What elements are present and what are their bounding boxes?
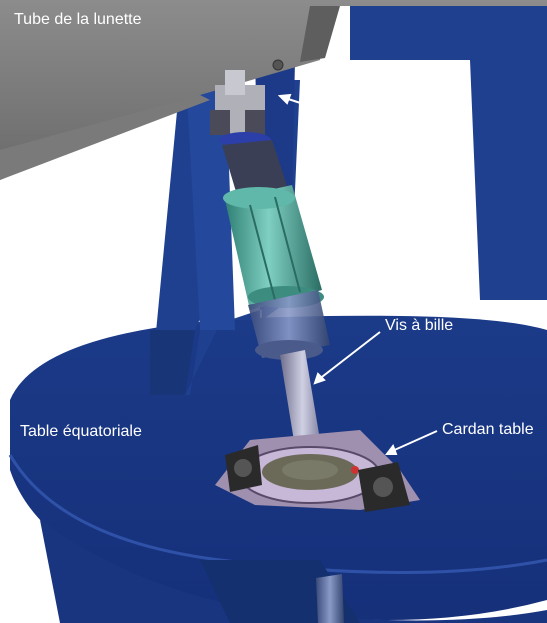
leader-vis-a-bille [317, 331, 381, 381]
arrowhead-motoreducteur [305, 216, 318, 228]
label-cardan-table: Cardan table [442, 421, 534, 438]
label-table-equatoriale: Table équatoriale [20, 423, 142, 440]
leader-lines [277, 93, 438, 455]
arrowhead-cardan-lunette [277, 93, 292, 105]
arrowhead-vis-a-bille [313, 372, 326, 385]
label-cardan-lunette: Cardan lunette [330, 109, 435, 126]
motor-gearbox [222, 140, 330, 360]
label-motoreducteur: Motoréducteur [348, 204, 452, 221]
rear-upright [350, 5, 547, 300]
arrowhead-cardan-table [385, 443, 398, 455]
label-vis-a-bille: Vis à bille [385, 317, 454, 334]
lower-cardan [215, 430, 420, 512]
label-tube-de-la-lunette: Tube de la lunette [14, 11, 142, 28]
lower-screw [316, 574, 344, 623]
leader-cardan-table [389, 430, 438, 453]
telescope-tube [0, 0, 547, 180]
